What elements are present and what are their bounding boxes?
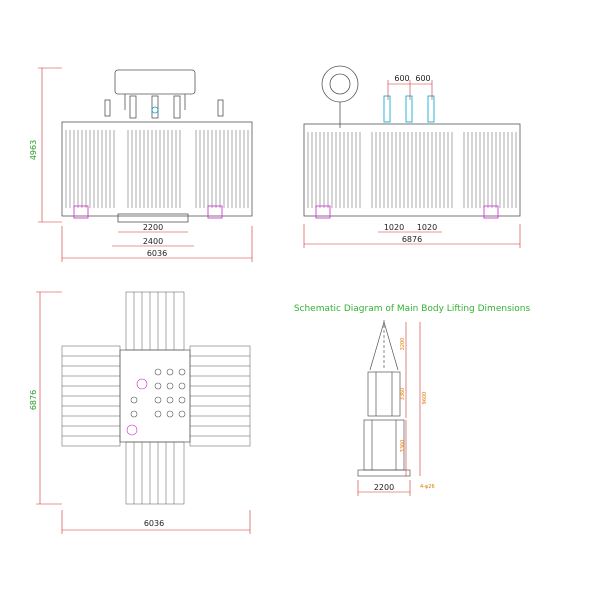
base-frame — [117, 213, 189, 223]
hv-bushings — [104, 95, 224, 119]
lifting-sling — [369, 321, 399, 371]
lifting-dimensions — [357, 322, 421, 496]
lifting-title: Schematic Diagram of Main Body Lifting D… — [294, 304, 531, 314]
lifting-dim-width: 2200 — [374, 483, 394, 492]
lifting-schematic — [357, 320, 411, 477]
lifting-base — [357, 469, 411, 477]
conservator-end — [321, 65, 359, 103]
top-tank — [119, 349, 191, 443]
top-dimensions — [36, 291, 251, 534]
lifting-dim-upper: 3200 — [400, 338, 406, 351]
side-radiator-left — [307, 132, 361, 208]
cyan-marker — [151, 106, 159, 114]
front-dim-total: 6036 — [147, 249, 167, 258]
side-bushings — [383, 95, 435, 123]
front-view — [61, 69, 253, 223]
side-radiator-center — [371, 132, 453, 208]
side-dim-top-left: 600 — [394, 74, 409, 83]
top-height-dim: 6876 — [29, 390, 38, 410]
side-dim-top-right: 600 — [415, 74, 430, 83]
lifting-dim-mid: 3360 — [400, 388, 406, 401]
radiator-right — [195, 130, 249, 208]
front-dimensions — [38, 67, 253, 262]
radiator-center — [127, 130, 181, 208]
radiator-left — [65, 130, 115, 208]
top-radiator-right — [189, 345, 251, 447]
lifting-dim-right: 9600 — [422, 392, 428, 405]
top-view — [61, 291, 251, 505]
lifting-dim-lower: 3360 — [400, 440, 406, 453]
lifting-core-upper — [367, 371, 401, 417]
top-radiator-left — [61, 345, 121, 447]
wheel-left — [73, 205, 89, 219]
side-wheel-right — [483, 205, 499, 219]
side-wheel-left — [315, 205, 331, 219]
side-view — [303, 65, 521, 219]
top-dim-total: 6036 — [144, 519, 164, 528]
side-tank — [303, 123, 521, 217]
lifting-dim-small: 4-φ26 — [420, 484, 435, 490]
front-height-dim: 4963 — [29, 140, 38, 160]
front-dim-mid: 2400 — [143, 237, 163, 246]
side-dim-bottom-right: 1020 — [417, 223, 437, 232]
top-radiator-upper — [125, 291, 185, 351]
conservator-tank — [114, 69, 196, 95]
side-radiator-right — [463, 132, 517, 208]
side-dimensions — [303, 80, 521, 248]
front-dim-inner: 2200 — [143, 223, 163, 232]
side-dim-bottom-left: 1020 — [384, 223, 404, 232]
side-dim-total: 6876 — [402, 235, 422, 244]
lifting-core-lower — [363, 419, 405, 471]
main-tank — [61, 121, 253, 217]
top-cover-fittings — [126, 368, 186, 436]
top-radiator-lower — [125, 441, 185, 505]
wheel-right — [207, 205, 223, 219]
